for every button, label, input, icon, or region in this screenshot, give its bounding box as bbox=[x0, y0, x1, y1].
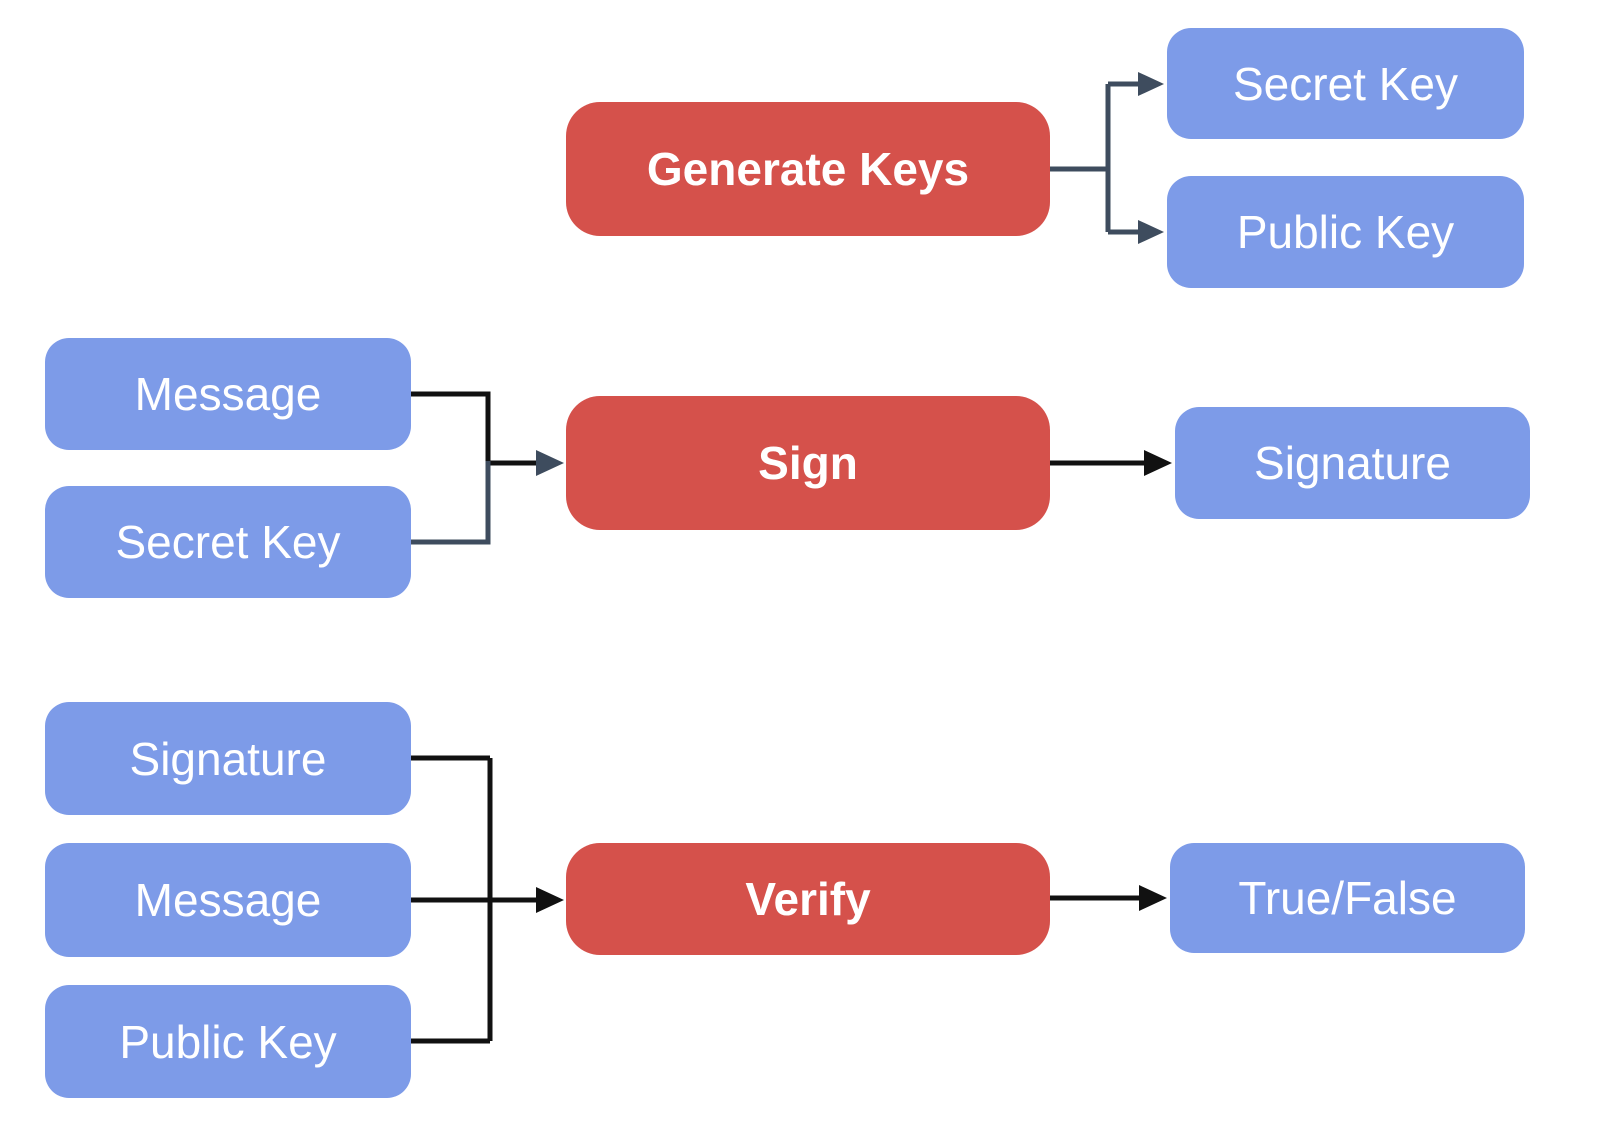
secretkey-to-sign-connector bbox=[411, 461, 491, 545]
arrowhead-to-sign-icon bbox=[536, 450, 564, 476]
node-public-key-output: Public Key bbox=[1167, 176, 1524, 288]
node-secret-key-output-label: Secret Key bbox=[1233, 57, 1458, 110]
node-public-key-verify-input-label: Public Key bbox=[119, 1015, 337, 1068]
node-signature-verify-input-label: Signature bbox=[129, 732, 327, 785]
node-verify: Verify bbox=[566, 843, 1050, 955]
node-secret-key-sign-input-label: Secret Key bbox=[115, 516, 341, 568]
arrowhead-to-public-key-icon bbox=[1138, 220, 1164, 244]
node-message-sign-input: Message bbox=[45, 338, 411, 450]
genkeys-split-connector bbox=[1050, 81, 1140, 235]
verify-inputs-connector bbox=[411, 755, 550, 1044]
node-message-sign-input-label: Message bbox=[134, 368, 322, 420]
node-generate-keys-label: Generate Keys bbox=[646, 143, 970, 195]
node-secret-key-sign-input: Secret Key bbox=[45, 486, 411, 598]
node-message-verify-input-label: Message bbox=[134, 874, 322, 926]
arrowhead-to-secret-key-icon bbox=[1138, 72, 1164, 96]
node-secret-key-output: Secret Key bbox=[1167, 28, 1524, 139]
node-public-key-verify-input: Public Key bbox=[45, 985, 411, 1098]
arrowhead-to-signature-icon bbox=[1144, 450, 1172, 476]
node-truefalse-output: True/False bbox=[1170, 843, 1525, 953]
node-public-key-output-label: Public Key bbox=[1236, 206, 1455, 258]
node-signature-output-label: Signature bbox=[1254, 437, 1451, 489]
arrowhead-to-verify-icon bbox=[536, 887, 564, 913]
node-signature-verify-input: Signature bbox=[45, 702, 411, 815]
message-to-sign-connector bbox=[411, 391, 550, 466]
node-message-verify-input: Message bbox=[45, 843, 411, 957]
node-truefalse-output-label: True/False bbox=[1238, 872, 1457, 924]
node-sign: Sign bbox=[566, 396, 1050, 530]
node-sign-label: Sign bbox=[758, 437, 858, 489]
node-signature-output: Signature bbox=[1175, 407, 1530, 519]
arrowhead-to-truefalse-icon bbox=[1139, 885, 1167, 911]
node-generate-keys: Generate Keys bbox=[566, 102, 1050, 236]
node-verify-label: Verify bbox=[745, 873, 871, 925]
